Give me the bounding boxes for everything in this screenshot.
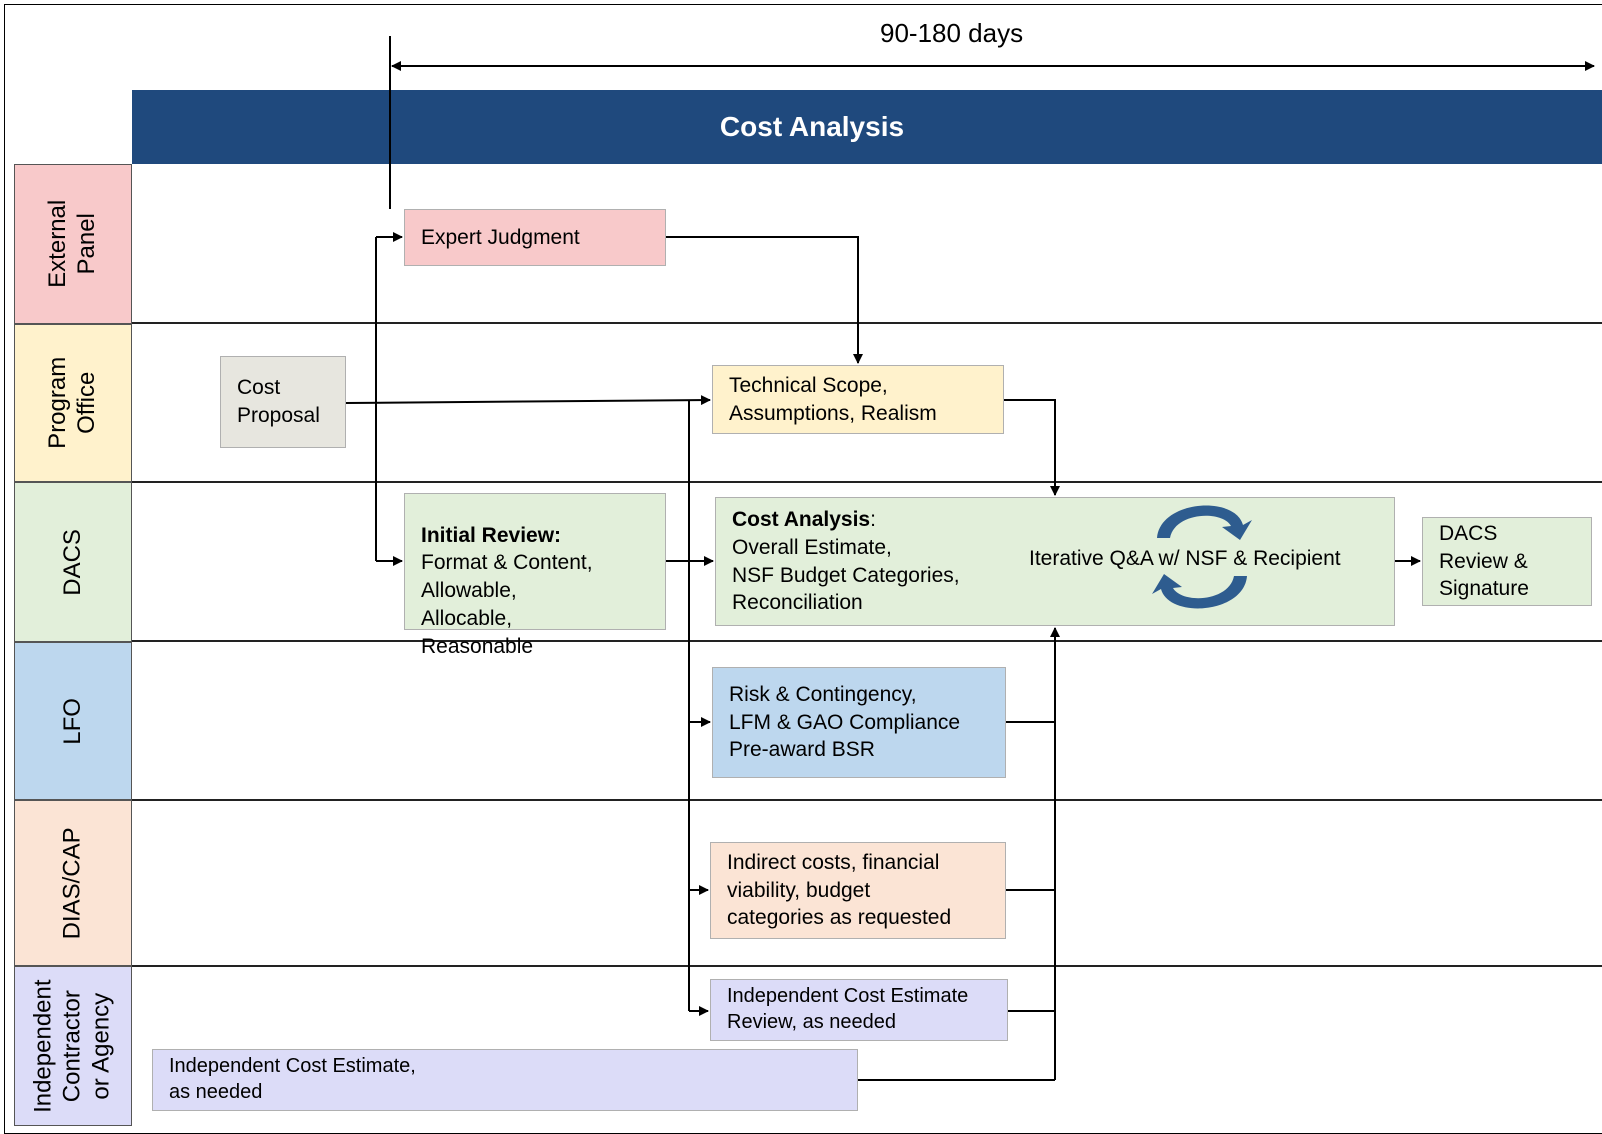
dacs-review-box: DACS Review & Signature (1422, 517, 1592, 606)
cost-analysis-header: Cost Analysis (132, 90, 1602, 164)
risk-contingency-box: Risk & Contingency, LFM & GAO Compliance… (712, 667, 1006, 778)
cost-analysis-body: Overall Estimate, NSF Budget Categories,… (732, 535, 960, 615)
initial-review-body: Format & Content, Allowable, Allocable, … (421, 551, 593, 658)
cost-analysis-colon: : (870, 508, 876, 532)
initial-review-title: Initial Review: (421, 523, 562, 547)
indirect-costs-text: Indirect costs, financial viability, bud… (727, 850, 952, 930)
connector-expert-to-scope (666, 236, 863, 364)
cost-proposal-text: Cost Proposal (237, 376, 320, 427)
lane-divider (132, 322, 1602, 324)
lane-dias-cap: DIAS/CAP (14, 800, 132, 966)
independent-cost-estimate-text: Independent Cost Estimate, as needed (169, 1055, 416, 1103)
technical-scope-box: Technical Scope, Assumptions, Realism (712, 365, 1004, 434)
risk-contingency-text: Risk & Contingency, LFM & GAO Compliance… (729, 682, 961, 762)
initial-review-content: Initial Review: Format & Content, Allowa… (421, 494, 593, 688)
lane-divider (132, 481, 1602, 483)
lane-external-panel: External Panel (14, 164, 132, 324)
expert-judgment-text: Expert Judgment (421, 225, 580, 249)
cost-analysis-content: Cost Analysis: Overall Estimate, NSF Bud… (732, 478, 960, 644)
lane-divider (132, 965, 1602, 967)
ice-review-text: Independent Cost Estimate Review, as nee… (727, 985, 969, 1033)
header-title: Cost Analysis (719, 111, 905, 142)
lane-program-office: Program Office (14, 324, 132, 482)
lane-lfo: LFO (14, 642, 132, 800)
connector-proposal-to-scope (345, 395, 711, 406)
lane-divider (132, 799, 1602, 801)
expert-judgment-box: Expert Judgment (404, 209, 666, 266)
iterative-qa-label: Iterative Q&A w/ NSF & Recipient (1029, 547, 1341, 570)
dacs-review-text: DACS Review & Signature (1439, 521, 1529, 601)
lane-independent-contractor: Independent Contractor or Agency (14, 966, 132, 1126)
timeline-label: 90-180 days (880, 18, 1024, 48)
connector-scope-to-analysis (1004, 399, 1060, 496)
initial-review-box: Initial Review: Format & Content, Allowa… (404, 493, 666, 658)
cost-proposal-box: Cost Proposal (220, 356, 346, 448)
technical-scope-text: Technical Scope, Assumptions, Realism (729, 373, 937, 425)
cost-analysis-title: Cost Analysis (732, 508, 871, 532)
independent-cost-estimate-box: Independent Cost Estimate, as needed (152, 1049, 858, 1111)
ice-review-box: Independent Cost Estimate Review, as nee… (710, 979, 1008, 1041)
indirect-costs-box: Indirect costs, financial viability, bud… (710, 842, 1006, 939)
iterative-cycle-icon (1152, 505, 1252, 609)
cost-analysis-box: Cost Analysis: Overall Estimate, NSF Bud… (715, 497, 1395, 626)
lane-divider (132, 640, 1602, 642)
lane-dacs: DACS (14, 482, 132, 642)
